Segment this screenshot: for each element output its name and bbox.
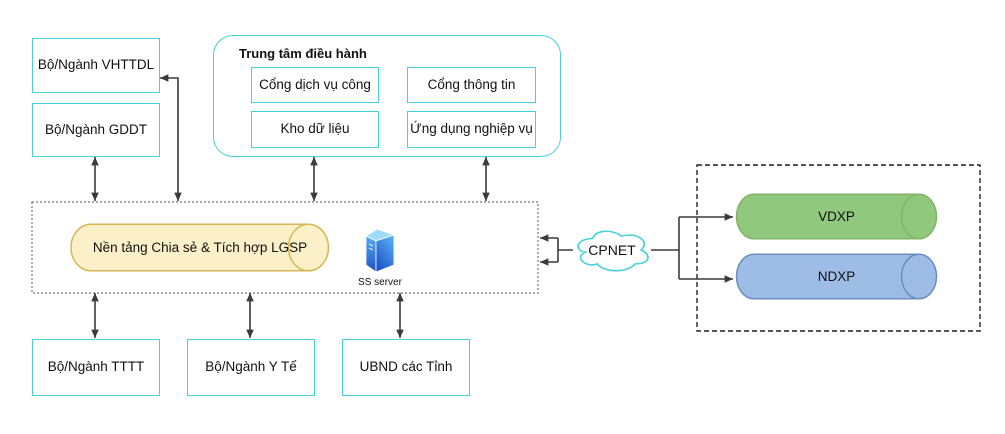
node-label: Bộ/Ngành Y Tế	[205, 359, 297, 375]
control-center-title: Trung tâm điều hành	[239, 46, 367, 61]
cloud-outline	[577, 230, 649, 272]
node-label: Ứng dụng nghiệp vụ	[410, 121, 533, 137]
node-label: Kho dữ liệu	[280, 121, 350, 137]
node-ndxp: NDXP	[735, 253, 938, 300]
node-cong-dich-vu-cong: Cổng dịch vụ công	[251, 67, 379, 103]
node-cong-thong-tin: Cổng thông tin	[407, 67, 536, 103]
node-lgsp-platform: Nền tảng Chia sẻ & Tích hợp LGSP	[70, 223, 330, 272]
dxp-zone-border	[696, 164, 981, 332]
server-left-face	[365, 235, 377, 273]
server-label: SS server	[358, 277, 402, 288]
connector-vhttdl-lgsp	[160, 74, 182, 201]
control-center-group: Trung tâm điều hành Cổng dịch vụ công Cổ…	[213, 35, 561, 157]
cloud-icon	[577, 230, 649, 272]
node-ubnd-cac-tinh: UBND các Tỉnh	[342, 339, 470, 396]
node-bo-nganh-y-te: Bộ/Ngành Y Tế	[187, 339, 315, 396]
node-label: Bộ/Ngành VHTTDL	[37, 57, 155, 73]
node-label: Cổng dịch vụ công	[259, 76, 371, 92]
node-bo-nganh-tttt: Bộ/Ngành TTTT	[32, 339, 160, 396]
node-ung-dung-nghiep-vu: Ứng dụng nghiệp vụ	[407, 111, 536, 148]
node-label: Bộ/Ngành TTTT	[47, 359, 145, 375]
connector-cpnet-right-bracket	[651, 217, 680, 279]
node-bo-nganh-vhttdl: Bộ/Ngành VHTTDL	[32, 38, 160, 93]
node-label: UBND các Tỉnh	[359, 359, 453, 375]
ss-server-node: SS server	[358, 227, 402, 288]
server-tower-icon	[365, 228, 396, 273]
node-label: Cổng thông tin	[427, 76, 516, 92]
node-kho-du-lieu: Kho dữ liệu	[251, 111, 379, 148]
node-label: Nền tảng Chia sẻ & Tích hợp LGSP	[92, 240, 308, 255]
cpnet-cloud-node: CPNET	[573, 227, 651, 273]
node-label: Bộ/Ngành GDDT	[44, 121, 148, 137]
node-bo-nganh-gddt: Bộ/Ngành GDDT	[32, 103, 160, 157]
node-vdxp: VDXP	[735, 193, 938, 240]
node-label: NDXP	[817, 269, 856, 284]
connector-cpnet-left-bracket	[557, 238, 573, 262]
cloud-label: CPNET	[588, 242, 636, 258]
node-label: VDXP	[818, 209, 855, 224]
server-front-face	[375, 234, 395, 273]
